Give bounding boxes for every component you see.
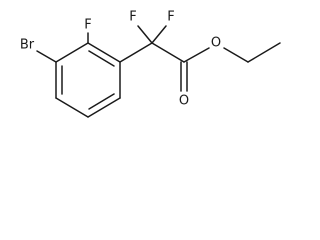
ring-double-bond-c3-c4	[88, 93, 115, 110]
ring-double-bond-c1-c2	[88, 50, 115, 67]
benzene-ring	[55, 42, 121, 118]
atom-label-carbonyl-oxygen: O	[179, 94, 189, 109]
atom-label-ester-oxygen: O	[211, 36, 221, 51]
ring-bond-c4-c5	[55, 97, 89, 118]
atom-label-cf2-fluorine-right: F	[167, 10, 174, 25]
atom-label-ring-fluorine: F	[84, 18, 91, 33]
ring-bond-c1-c2	[87, 42, 121, 63]
bond-cf2-fluorine-left	[137, 25, 153, 44]
ring-bond-c3-c4	[87, 97, 121, 118]
bond-ring-cf2	[119, 42, 153, 63]
chemical-structure-diagram: Br F F F O O	[20, 10, 281, 118]
atom-label-cf2-fluorine-left: F	[129, 10, 136, 25]
atom-label-bromine: Br	[20, 38, 35, 53]
bond-carbonyl-ester-oxygen	[183, 47, 210, 63]
bond-ester-oxygen-ch2	[223, 47, 249, 63]
bond-cf2-fluorine-right	[151, 25, 167, 44]
bond-cf2-carbonyl-carbon	[151, 42, 185, 63]
bond-ring-bromine	[36, 50, 57, 63]
bond-ch2-ch3	[247, 42, 281, 63]
ring-bond-c6-c1	[55, 42, 89, 63]
